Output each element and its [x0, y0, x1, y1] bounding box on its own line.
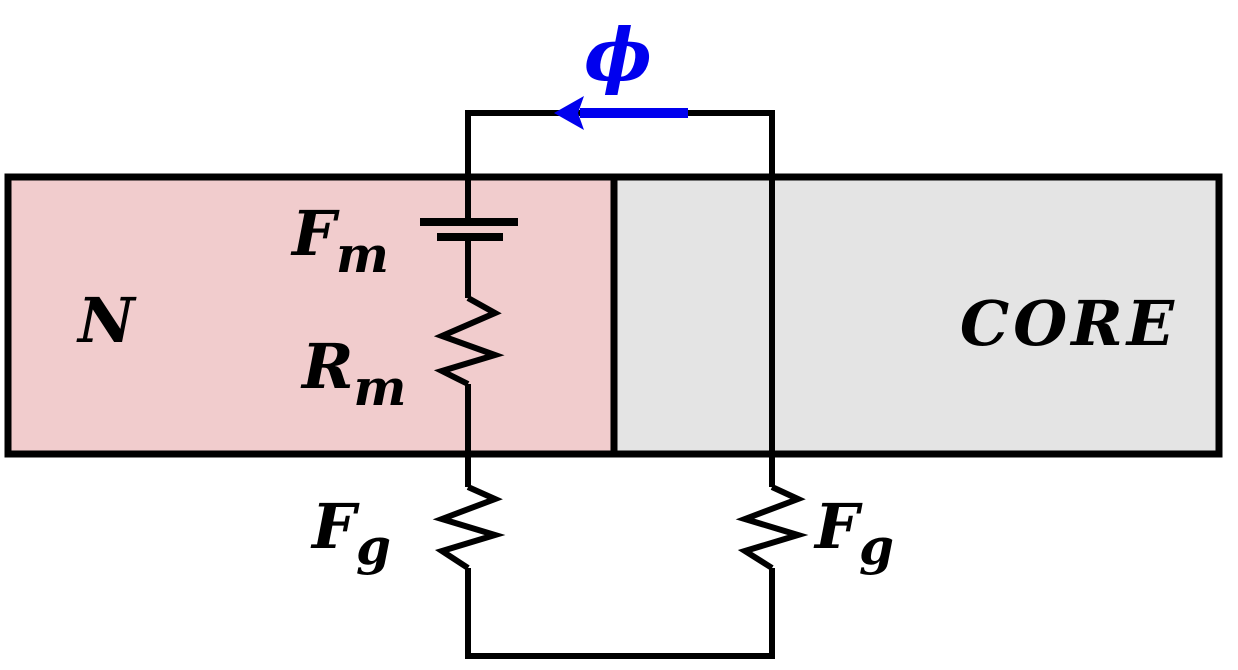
gap-right-base: F — [813, 490, 863, 563]
resistor-zigzag-icon — [735, 484, 809, 571]
mmf-source-base: F — [290, 197, 340, 270]
gap-right-label: Fg — [813, 490, 894, 576]
bottom-wire — [465, 568, 775, 659]
flux-label: ϕ — [584, 12, 652, 97]
resistor-zigzag-icon — [433, 295, 505, 387]
battery-icon — [420, 218, 518, 241]
magnet-region-label: N — [76, 284, 137, 357]
gap-right-sub: g — [859, 517, 894, 576]
magnet-reluctance-base: R — [300, 330, 354, 403]
gap-left-label: Fg — [310, 490, 391, 576]
arrow-left-icon — [554, 96, 688, 130]
mmf-source-label: Fm — [290, 197, 389, 284]
gap-left-sub: g — [356, 517, 391, 576]
core-region-label: CORE — [960, 287, 1178, 360]
resistor-zigzag-icon — [432, 484, 506, 571]
magnet-reluctance-sub: m — [354, 358, 407, 417]
core-region — [610, 173, 1223, 458]
gap-left-base: F — [310, 490, 360, 563]
mmf-source-sub: m — [336, 225, 389, 284]
magnet-reluctance-label: Rm — [300, 330, 406, 417]
